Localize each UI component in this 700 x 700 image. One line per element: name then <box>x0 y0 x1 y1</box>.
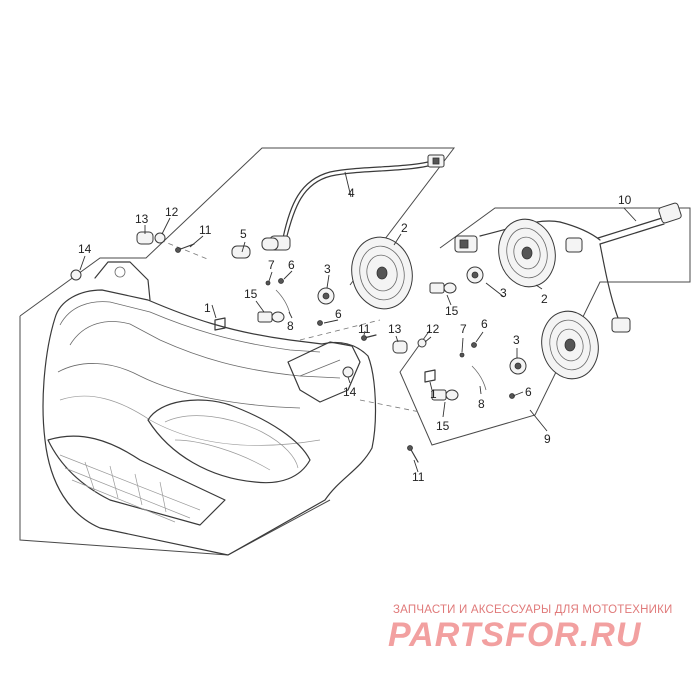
sleeve-5 <box>231 237 279 259</box>
clip-1a <box>214 317 226 331</box>
callout-6: 6 <box>481 317 488 331</box>
guide-line-1 <box>159 239 211 261</box>
reflector-2-left <box>351 236 413 310</box>
reflector-2-lower-right <box>541 310 599 380</box>
callout-13: 13 <box>135 212 149 226</box>
callout-12: 12 <box>426 322 440 336</box>
callout-15: 15 <box>244 287 258 301</box>
callout-2: 2 <box>541 292 548 306</box>
callout-13: 13 <box>388 322 402 336</box>
callout-15: 15 <box>445 304 459 318</box>
bulb-15-right <box>431 389 459 401</box>
callout-7: 7 <box>460 322 467 336</box>
callout-5: 5 <box>240 227 247 241</box>
callout-2: 2 <box>401 221 408 235</box>
screw-11a <box>175 243 195 253</box>
rubber-13b <box>392 340 408 354</box>
callout-3: 3 <box>324 262 331 276</box>
bulb-holder-3c <box>509 357 527 375</box>
callout-1: 1 <box>204 301 211 315</box>
nut-14a <box>70 269 82 281</box>
screw-6a <box>278 278 284 284</box>
callout-8: 8 <box>287 319 294 333</box>
headlight-housing <box>42 261 377 556</box>
callout-11: 11 <box>199 223 212 237</box>
screw-11b <box>361 334 377 341</box>
wiring-harness-4 <box>269 154 445 251</box>
callout-4: 4 <box>348 186 355 200</box>
callout-6: 6 <box>335 307 342 321</box>
guide-line-3 <box>359 399 421 413</box>
bulb-holder-3a <box>317 287 335 305</box>
assembly-outline-right <box>399 207 691 446</box>
watermark-tagline: ЗАПЧАСТИ И АКСЕССУАРЫ ДЛЯ МОТОТЕХНИКИ <box>393 604 673 616</box>
spring-8b <box>471 365 487 391</box>
bulb-holder-3b <box>466 266 484 284</box>
callout-1: 1 <box>430 387 437 401</box>
callout-6: 6 <box>288 258 295 272</box>
spring-8a <box>275 289 291 315</box>
callout-3: 3 <box>500 286 507 300</box>
callout-15: 15 <box>436 419 450 433</box>
washer-12b <box>417 338 427 348</box>
watermark-logo: PARTSFOR.RU <box>388 616 642 654</box>
nut-14b <box>342 366 354 378</box>
callout-3: 3 <box>513 333 520 347</box>
callout-7: 7 <box>268 258 275 272</box>
callout-12: 12 <box>165 205 179 219</box>
guide-line-2 <box>299 319 381 341</box>
pin-7b <box>459 352 465 358</box>
pin-7a <box>265 280 271 286</box>
bulb-15-mid <box>429 282 457 294</box>
callout-6: 6 <box>525 385 532 399</box>
screw-6b <box>317 320 323 326</box>
bulb-15-left <box>257 311 285 323</box>
leader-lines <box>79 171 637 473</box>
callout-8: 8 <box>478 397 485 411</box>
washer-12a <box>154 232 166 244</box>
assembly-outline-left <box>19 147 456 556</box>
screw-6d <box>509 393 515 399</box>
screw-6c <box>471 342 477 348</box>
callout-11: 11 <box>358 322 371 336</box>
clip-1b <box>424 369 436 383</box>
callout-14: 14 <box>343 385 357 399</box>
callout-14: 14 <box>78 242 92 256</box>
callout-11: 11 <box>412 470 425 484</box>
callout-9: 9 <box>544 432 551 446</box>
screw-11c <box>407 445 419 463</box>
callout-10: 10 <box>618 193 632 207</box>
reflector-2-upper-right <box>498 218 556 288</box>
